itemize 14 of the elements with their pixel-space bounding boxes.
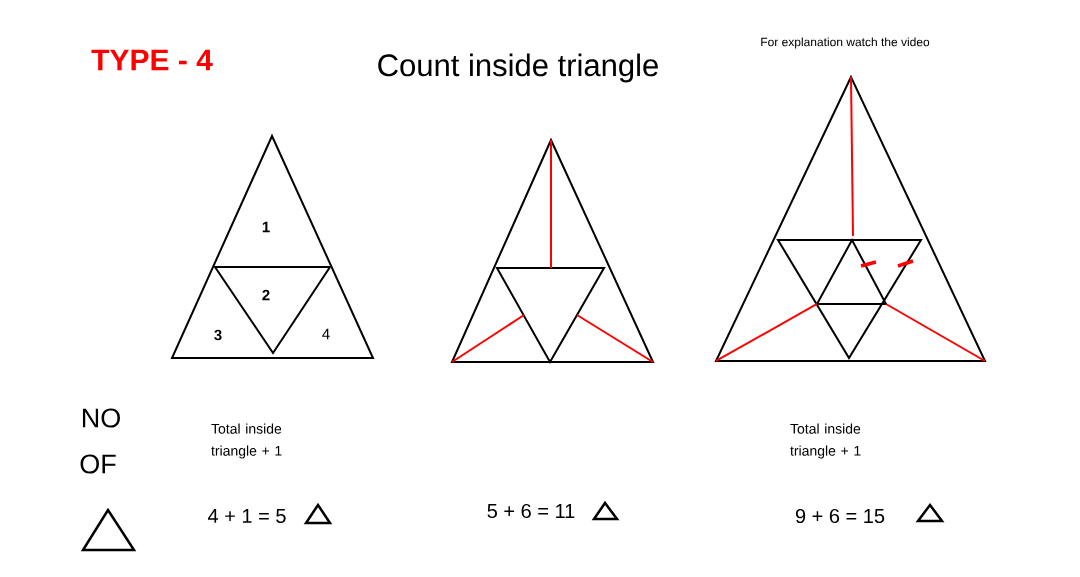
region-number: 1	[262, 221, 270, 233]
side-label: OF	[80, 454, 116, 474]
count-formula: 5 + 6 = 11	[487, 503, 575, 519]
region-number: 3	[214, 329, 222, 341]
title: Count inside triangle	[378, 53, 658, 83]
formula-note: Total inside triangle + 1	[211, 423, 282, 459]
type-heading: TYPE - 4	[91, 49, 213, 71]
count-formula: 9 + 6 = 15	[795, 508, 885, 524]
region-number: 2	[262, 289, 270, 301]
count-formula: 4 + 1 = 5	[208, 509, 286, 523]
side-label: NO	[82, 408, 120, 428]
note: For explanation watch the video	[761, 37, 930, 49]
formula-note: Total inside triangle + 1	[790, 423, 861, 459]
region-number: 4	[322, 328, 330, 340]
